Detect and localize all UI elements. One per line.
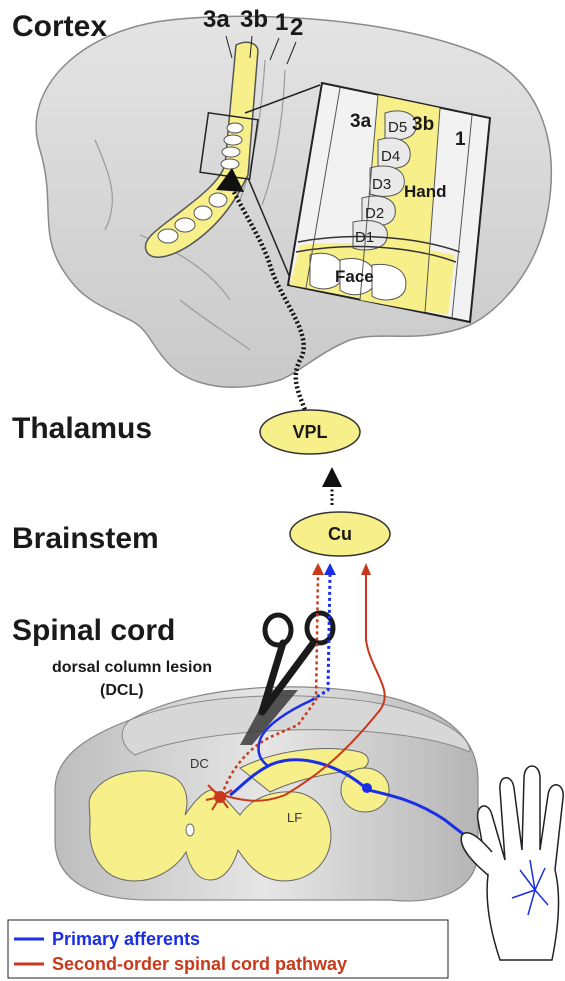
inset-area-1-label: 1 [455, 129, 466, 150]
legend: Primary afferents Second-order spinal co… [8, 920, 448, 978]
second-order-lateral-arrowhead [361, 563, 371, 575]
inset-panel: 3a 3b 1 D5 D4 D3 D2 D1 Hand Face [288, 83, 490, 322]
lesion-label-line1: dorsal column lesion [52, 659, 212, 676]
lf-label: LF [287, 810, 302, 825]
area-label-3a: 3a [203, 6, 230, 33]
inset-area-3b-label: 3b [412, 114, 434, 135]
hand-label: Hand [404, 182, 447, 201]
level-label-thalamus: Thalamus [12, 412, 152, 445]
face-label: Face [335, 267, 374, 286]
inset-area-3a-label: 3a [350, 111, 372, 132]
cu-label: Cu [328, 524, 352, 544]
lesion-label-line2: (DCL) [100, 682, 144, 699]
legend-primary-label: Primary afferents [52, 929, 200, 949]
spinal-cord-section: DC LF [55, 687, 478, 901]
area-label-3b: 3b [240, 6, 268, 33]
central-canal [186, 824, 194, 836]
second-order-dorsal-arrowhead [312, 563, 324, 575]
digit-label-d5: D5 [388, 119, 407, 136]
cortex-section: 3a 3b 1 D5 D4 D3 D2 D1 Hand Face 3a 3b 1… [12, 6, 551, 387]
digit-label-d2: D2 [365, 205, 384, 222]
legend-second-order-label: Second-order spinal cord pathway [52, 954, 347, 974]
level-label-cortex: Cortex [12, 10, 107, 43]
dc-label: DC [190, 756, 209, 771]
digit-label-d4: D4 [381, 148, 400, 165]
digit-label-d3: D3 [372, 176, 391, 193]
level-label-spinal-cord: Spinal cord [12, 614, 175, 647]
digit-label-d1: D1 [355, 229, 374, 246]
thalamus-arrowhead [322, 467, 342, 487]
area-label-1: 1 [275, 9, 288, 36]
vpl-label: VPL [292, 422, 327, 442]
primary-arrowhead [324, 563, 336, 575]
area-label-2: 2 [290, 14, 303, 41]
level-label-brainstem: Brainstem [12, 522, 159, 555]
